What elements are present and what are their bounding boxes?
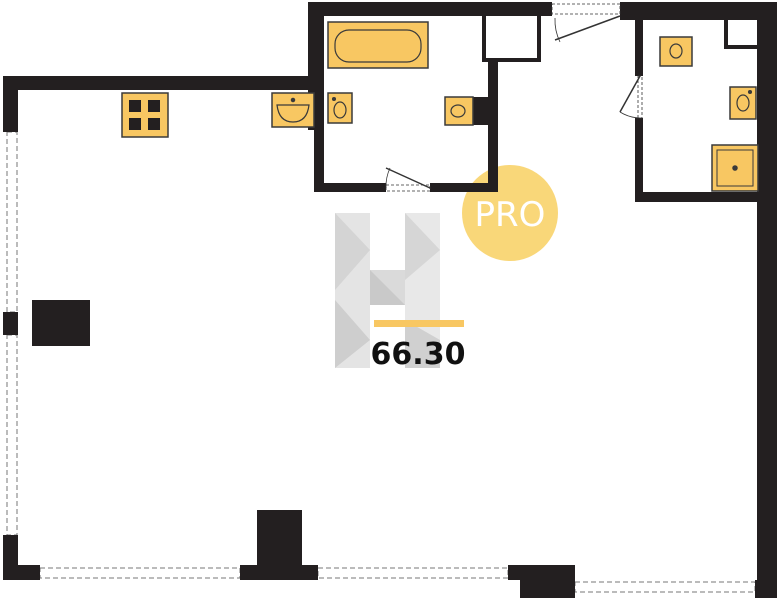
kitchen-sink-icon [271, 92, 315, 128]
bathroom-sink-icon [327, 92, 353, 124]
bathtub-icon [327, 21, 429, 69]
pro-badge: PRO [462, 165, 558, 261]
walls [3, 2, 777, 598]
toilet-icon-2 [659, 36, 693, 67]
toilet-icon [444, 96, 474, 126]
shower-icon [711, 144, 759, 192]
area-underline [374, 320, 464, 327]
area-label: 66.30 [371, 337, 466, 372]
stove-icon [121, 92, 169, 138]
doors [385, 3, 643, 192]
pro-badge-label: PRO [475, 195, 546, 235]
bathroom-sink-icon-2 [729, 86, 757, 120]
brand-logo-watermark [335, 213, 440, 368]
